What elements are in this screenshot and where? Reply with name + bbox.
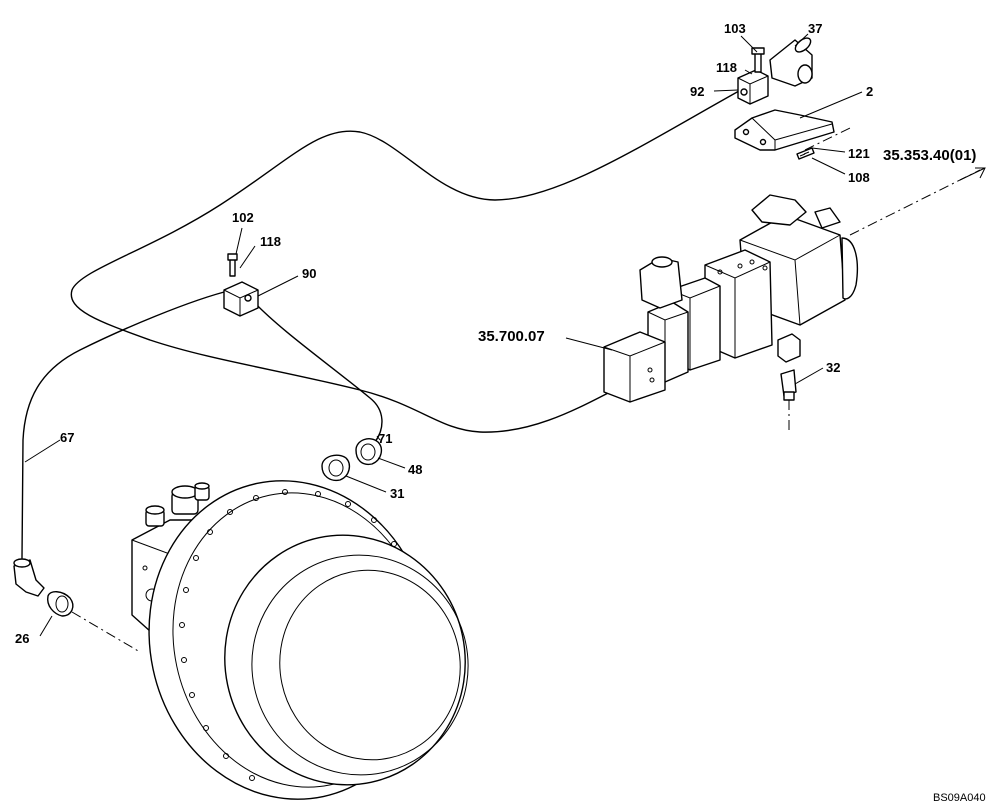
fitting-31 xyxy=(321,454,351,482)
label-37: 37 xyxy=(808,21,822,36)
label-48: 48 xyxy=(408,462,422,477)
label-103: 103 xyxy=(724,21,746,36)
clamp-90 xyxy=(223,281,259,317)
clamp-92 xyxy=(737,69,769,105)
fitting-48 xyxy=(355,438,383,466)
bolt-102 xyxy=(227,253,238,277)
label-118-left: 118 xyxy=(260,234,281,249)
drive-motor xyxy=(131,480,469,800)
label-26: 26 xyxy=(15,631,29,646)
label-102: 102 xyxy=(232,210,254,225)
bracket-2 xyxy=(734,109,835,151)
label-118-top: 118 xyxy=(716,60,737,75)
pipe-67 xyxy=(21,289,233,559)
label-92: 92 xyxy=(690,84,704,99)
label-2: 2 xyxy=(866,84,873,99)
elbow-fitting-37 xyxy=(769,37,813,87)
drawing-code: BS09A040 xyxy=(933,792,986,804)
bolt-103 xyxy=(751,47,765,73)
label-ref-35-700-07: 35.700.07 xyxy=(478,328,545,345)
pipe-71 xyxy=(251,299,383,443)
label-32: 32 xyxy=(826,360,840,375)
arrow-out xyxy=(959,167,986,181)
fitting-26 xyxy=(47,591,74,617)
elbow-fitting-67 xyxy=(13,558,45,597)
label-67: 67 xyxy=(60,430,74,445)
label-121: 121 xyxy=(848,146,870,161)
label-108: 108 xyxy=(848,170,870,185)
leader-lines xyxy=(24,33,863,637)
label-31: 31 xyxy=(390,486,404,501)
axis-line-out xyxy=(849,169,981,236)
bolt-108 xyxy=(796,147,815,160)
fitting-32 xyxy=(780,369,797,401)
axis-line-26 xyxy=(71,611,141,653)
label-90: 90 xyxy=(302,266,316,281)
valve-assembly xyxy=(603,194,859,403)
pipe-long-upper xyxy=(70,85,749,433)
flange-bolt-holes xyxy=(179,489,397,781)
label-ref-35-353-40: 35.353.40(01) xyxy=(883,147,976,164)
label-71: 71 xyxy=(378,431,392,446)
axis-line-bracket xyxy=(804,127,851,151)
